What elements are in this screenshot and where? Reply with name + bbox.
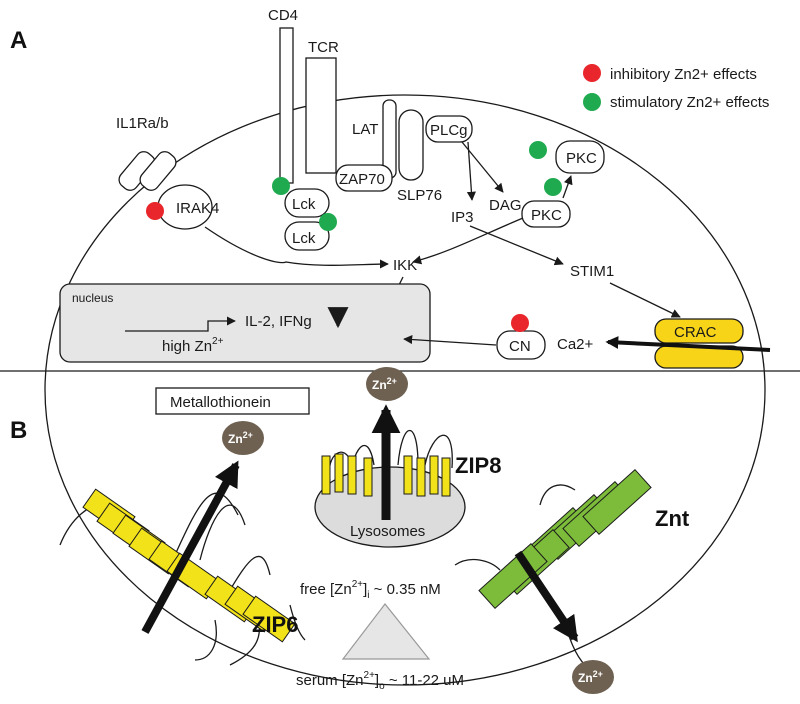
cn-label: CN xyxy=(509,338,531,355)
cell-membrane xyxy=(44,94,766,686)
pkc-lower-stimulatory-dot xyxy=(544,178,562,196)
pkc-label-lower: PKC xyxy=(531,207,562,224)
inhibitory-legend-label: inhibitory Zn2+ effects xyxy=(610,66,757,83)
lck-stimulatory-dot xyxy=(319,213,337,231)
irak4-to-ikk-arrow xyxy=(204,226,389,269)
lck-box-1 xyxy=(284,188,330,218)
crac-label: CRAC xyxy=(674,324,717,341)
lat-label: LAT xyxy=(352,121,378,138)
znt-transporter xyxy=(454,468,652,666)
ikk-label: IKK xyxy=(393,257,417,274)
stimulatory-legend-dot xyxy=(583,93,601,111)
calcium-influx-arrow xyxy=(605,336,771,352)
zip8-label: ZIP8 xyxy=(455,453,501,478)
zap70-label: ZAP70 xyxy=(339,171,385,188)
pkc-label-upper: PKC xyxy=(566,150,597,167)
inhibitory-legend-dot xyxy=(583,64,601,82)
cn-to-nucleus-arrow xyxy=(403,334,497,346)
slp76-label: SLP76 xyxy=(397,187,442,204)
ip3-label: IP3 xyxy=(451,209,474,226)
stim1-to-crac-arrow xyxy=(609,282,681,318)
pkc-upper-stimulatory-dot xyxy=(529,141,547,159)
zip6-transporter xyxy=(59,488,306,666)
free-zn-label: free [Zn2+]i ~ 0.35 nM xyxy=(300,579,441,601)
ca-label: Ca2+ xyxy=(557,336,594,353)
dag-to-pkc-arrow xyxy=(562,175,573,199)
irak4-label: IRAK4 xyxy=(176,200,219,217)
high-zn-label: high Zn2+ xyxy=(162,336,224,355)
plcg-label: PLCg xyxy=(430,122,468,139)
lck-label-2: Lck xyxy=(292,230,316,247)
gradient-triangle xyxy=(341,603,431,660)
cn-inhibitory-dot xyxy=(511,314,529,332)
zip6-zn-arrow xyxy=(141,460,240,634)
cd4-receptor xyxy=(279,27,294,184)
tcr-receptor xyxy=(305,57,337,174)
zap70-box xyxy=(335,164,393,192)
lysosome-label: Lysosomes xyxy=(350,523,425,540)
pkc-to-ikk-arrow xyxy=(412,217,524,265)
plcg-to-ip3-arrow xyxy=(466,141,476,201)
znt-zn-arrow xyxy=(514,550,579,643)
cd4-stimulatory-dot xyxy=(272,177,290,195)
slp76-receptor xyxy=(398,109,424,181)
zn-ion-lysosome-label: Zn2+ xyxy=(372,376,397,392)
metallothionein-label: Metallothionein xyxy=(170,394,271,411)
zn-ion-lysosome xyxy=(366,367,408,401)
zn-ion-cytosol-label: Zn2+ xyxy=(228,430,253,446)
gene-promoter-line xyxy=(125,316,236,332)
znt-label: Znt xyxy=(655,506,690,531)
panel-b-label: B xyxy=(10,417,27,444)
crac-channel-top xyxy=(654,318,744,344)
stim1-label: STIM1 xyxy=(570,263,614,280)
tcr-label: TCR xyxy=(308,39,339,56)
dag-label: DAG xyxy=(489,197,522,214)
cd4-label: CD4 xyxy=(268,7,298,24)
irak4-inhibitory-dot xyxy=(146,202,164,220)
stimulatory-legend-label: stimulatory Zn2+ effects xyxy=(610,94,769,111)
nucleus-box xyxy=(59,283,431,363)
gene-label: IL-2, IFNg xyxy=(245,313,312,330)
il1r-receptor xyxy=(118,151,177,191)
lck-box-2 xyxy=(284,221,330,251)
plcg-to-dag-arrow xyxy=(461,141,504,193)
lck-label-1: Lck xyxy=(292,196,316,213)
zip6-label: ZIP6 xyxy=(252,612,298,637)
zn-ion-extracellular xyxy=(572,660,614,694)
zn-ion-extracellular-label: Zn2+ xyxy=(578,669,603,685)
pkc-box-lower xyxy=(521,200,571,228)
zip8-transporter xyxy=(321,430,453,497)
serum-zn-label: serum [Zn2+]o ~ 11-22 uM xyxy=(296,670,464,692)
metallothionein-box xyxy=(155,387,310,415)
nucleus-label: nucleus xyxy=(72,291,113,305)
panel-a-label: A xyxy=(10,27,27,54)
plcg-box xyxy=(425,115,473,143)
il1r-label: IL1Ra/b xyxy=(116,115,169,132)
pkc-box-upper xyxy=(555,140,605,174)
zn-ion-cytosol xyxy=(222,421,264,455)
ip3-to-stim1-arrow xyxy=(469,225,564,266)
